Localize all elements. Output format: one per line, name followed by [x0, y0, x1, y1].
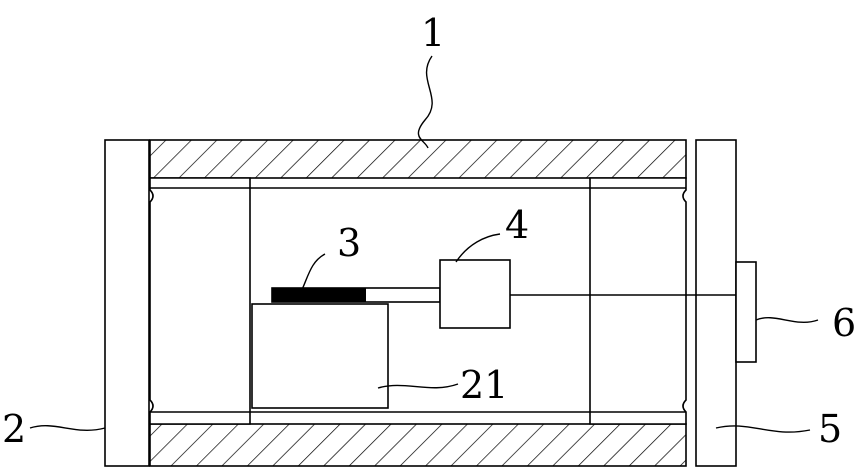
label-right-end-plate: 5 — [818, 407, 842, 451]
housing-bottom-wall — [150, 424, 686, 466]
base-block — [252, 304, 388, 408]
right-inner-bushing — [590, 178, 686, 424]
label-housing: 1 — [421, 11, 445, 55]
strip — [272, 288, 366, 302]
block — [440, 260, 510, 328]
leader-line-2 — [30, 426, 105, 431]
left-inner-bushing — [150, 178, 250, 424]
connector — [736, 262, 756, 362]
leader-line-21 — [378, 384, 458, 388]
label-base-block: 21 — [460, 363, 508, 407]
label-strip: 3 — [337, 221, 361, 265]
left-end-plate — [105, 140, 149, 466]
leader-line-6 — [756, 318, 818, 323]
housing-top-wall — [150, 140, 686, 178]
leader-line-4 — [456, 234, 500, 262]
right-end-plate — [696, 140, 736, 466]
label-block: 4 — [505, 203, 529, 247]
label-left-end-plate: 2 — [2, 407, 26, 451]
label-connector: 6 — [832, 301, 856, 345]
leader-line-1 — [418, 56, 432, 148]
